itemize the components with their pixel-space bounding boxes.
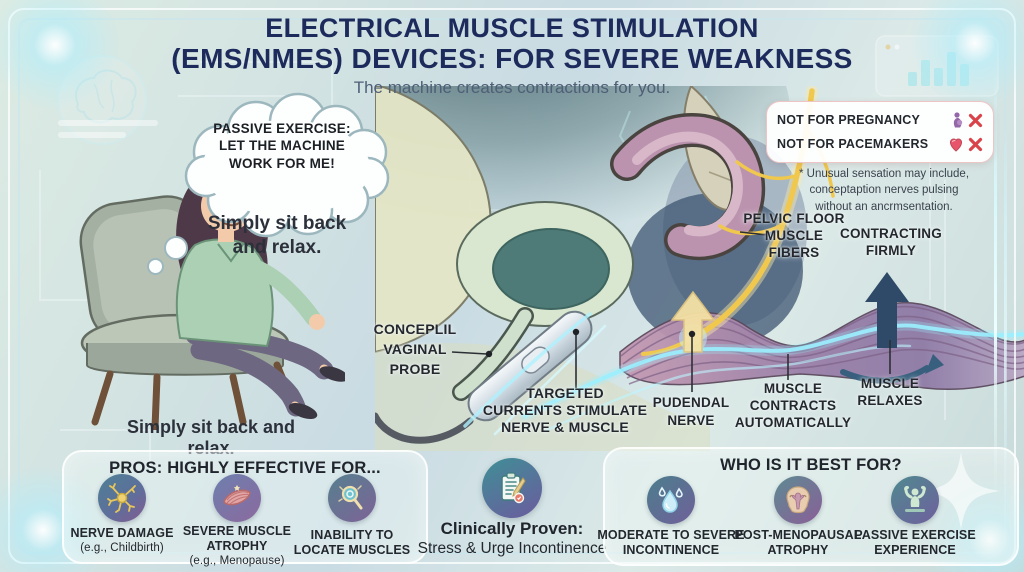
relax-text: Simply sit back and relax.: [207, 213, 347, 258]
contracting-up-arrow: [865, 272, 909, 348]
stimulation-up-arrow: [670, 290, 716, 353]
muscle-icon: [213, 474, 261, 522]
muscle-contracts-label: MUSCLE CONTRACTS AUTOMATICALLY: [734, 381, 852, 430]
best-for-item-2-label: POST-MENOPAUSAL ATROPHY: [734, 528, 862, 557]
magnifier-icon: [328, 474, 376, 522]
uterus-head-icon: [774, 476, 822, 524]
contracting-firmly-label: CONTRACTING FIRMLY: [840, 226, 942, 258]
water-drops-icon: [647, 476, 695, 524]
disclaimer-footnote: * Unusual sensation may include, concept…: [798, 168, 970, 213]
best-for-title: WHO IS IT BEST FOR?: [720, 456, 902, 474]
pros-item-3-label: INABILITY TO LOCATE MUSCLES: [293, 528, 411, 557]
title-line-1: ELECTRICAL MUSCLE STIMULATION: [265, 13, 759, 43]
pros-item-1-label: NERVE DAMAGE (e.g., Childbirth): [70, 526, 174, 554]
x-icon: [968, 137, 983, 151]
neuron-icon: [98, 474, 146, 522]
heart-icon: [949, 137, 963, 152]
warnings-box: NOT FOR PREGNANCY NOT FOR PACEMAKERS: [766, 101, 994, 163]
thought-bubble-tail-small: [147, 258, 164, 275]
right-light-beam: [994, 70, 997, 500]
probe-label: CONCEPLIL VAGINAL PROBE: [373, 321, 457, 377]
subtitle: The machine creates contractions for you…: [353, 77, 671, 97]
title-line-2: (EMS/NMES) DEVICES: FOR SEVERE WEAKNESS: [171, 43, 853, 75]
best-for-item-3-label: PASSIVE EXERCISE EXPERIENCE: [854, 528, 976, 557]
x-icon: [968, 113, 983, 127]
relaxing-woman-illustration: [79, 167, 345, 430]
clipboard-icon: [482, 458, 542, 518]
clinical-title: Clinically Proven:: [440, 519, 584, 538]
thought-bubble-tail-large: [164, 236, 188, 260]
pros-item-2-label: SEVERE MUSCLE ATROPHY (e.g., Menopause): [182, 524, 292, 567]
flexing-figure-icon: [891, 476, 939, 524]
muscle-relaxes-label: MUSCLE RELAXES: [857, 376, 923, 408]
pregnant-icon: [953, 111, 963, 127]
thought-bubble-text: PASSIVE EXERCISE: LET THE MACHINE WORK F…: [213, 121, 351, 171]
pros-title: PROS: HIGHLY EFFECTIVE FOR...: [109, 459, 381, 477]
warning-pregnancy: NOT FOR PREGNANCY: [777, 108, 983, 132]
header: ELECTRICAL MUSCLE STIMULATION (EMS/NMES)…: [0, 13, 1024, 98]
best-for-item-1-label: MODERATE TO SEVERE INCONTINENCE: [597, 528, 745, 557]
clinical-subtitle: Stress & Urge Incontinence: [417, 540, 607, 557]
pelvic-floor-label: PELVIC FLOOR MUSCLE FIBERS: [743, 211, 845, 260]
targeted-currents-label: TARGETED CURRENTS STIMULATE NERVE & MUSC…: [482, 385, 648, 436]
chair-caption: Simply sit back and relax.: [126, 417, 296, 458]
right-light-beam-2: [1004, 120, 1007, 500]
pudendal-nerve-label: PUDENDAL NERVE: [652, 395, 730, 428]
warning-pacemakers: NOT FOR PACEMAKERS: [777, 132, 983, 156]
